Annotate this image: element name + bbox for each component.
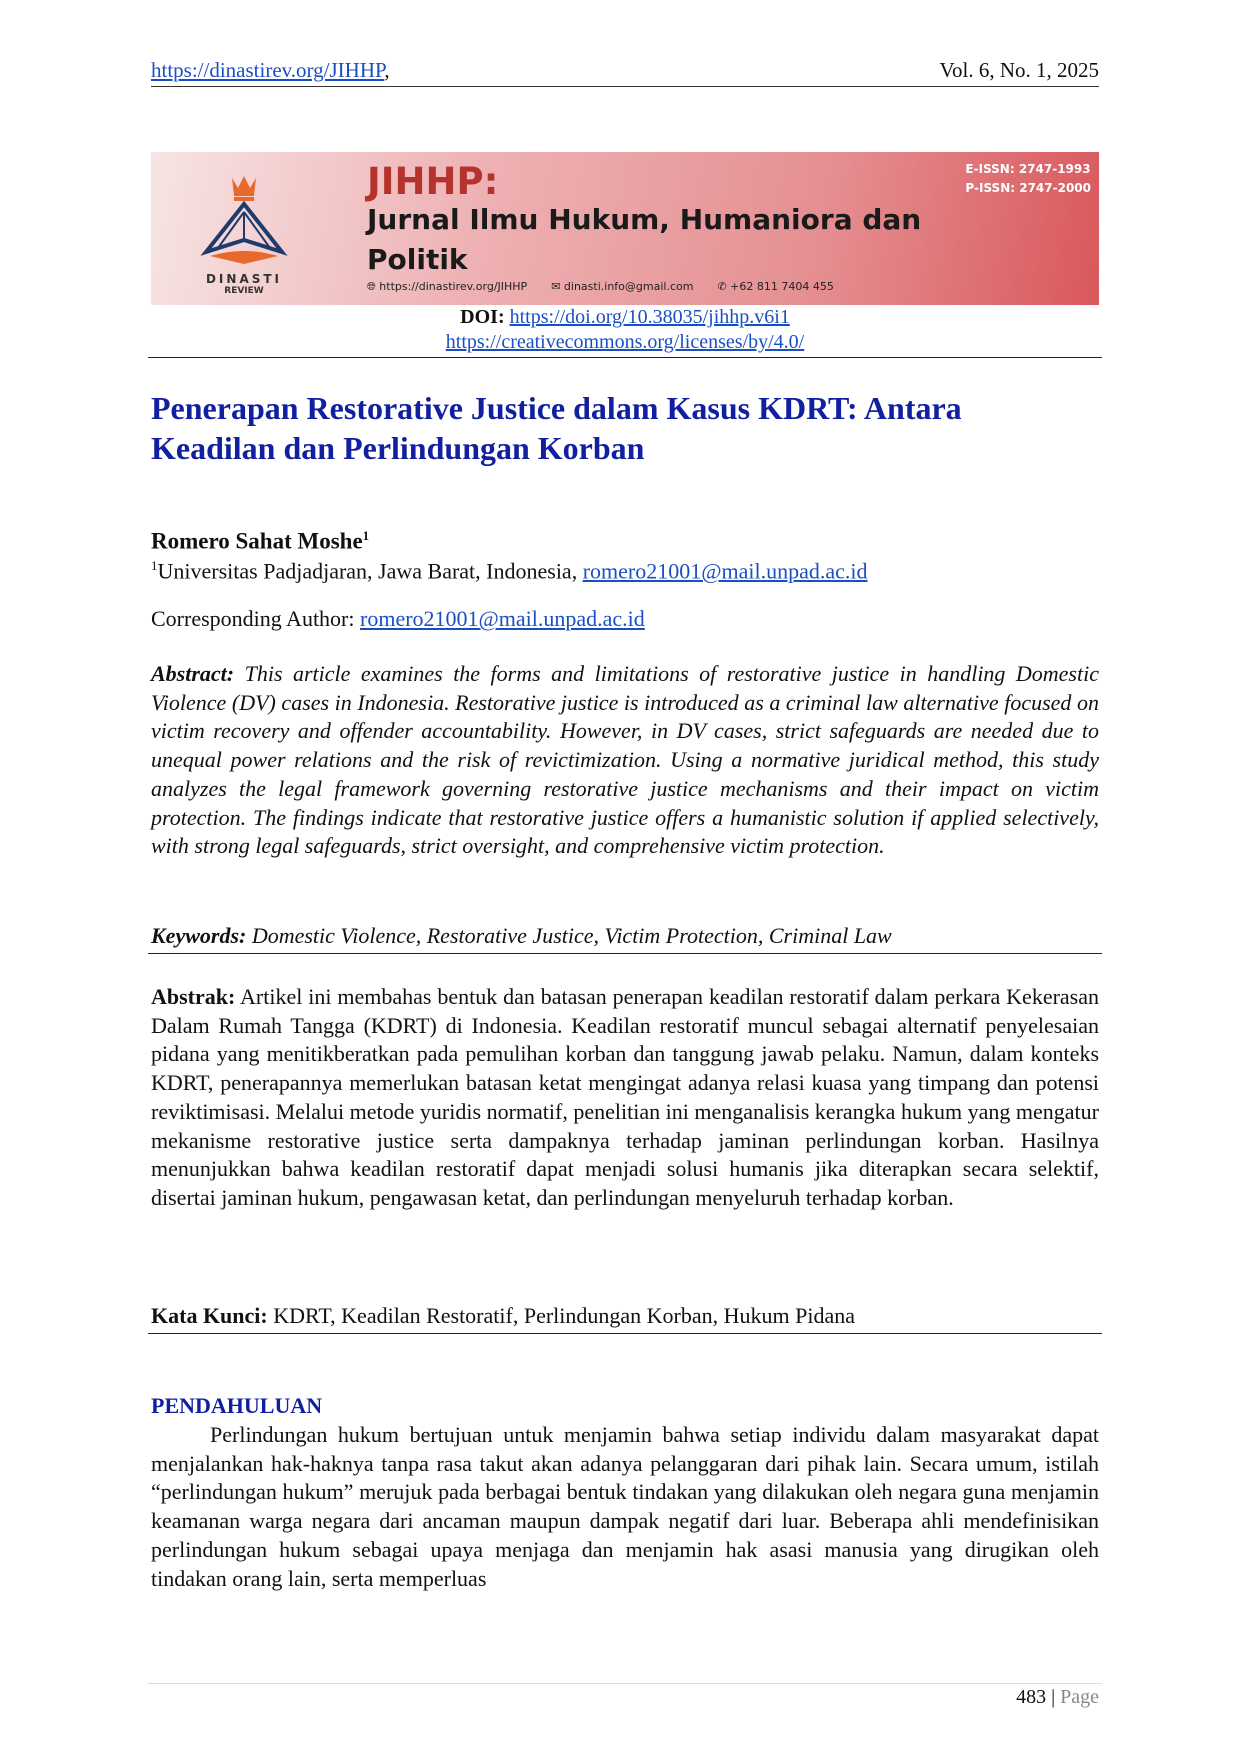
- keywords-text: Domestic Violence, Restorative Justice, …: [246, 923, 892, 948]
- eissn: E-ISSN: 2747-1993: [965, 162, 1091, 176]
- author-sup: 1: [362, 528, 370, 543]
- divider: [148, 357, 1102, 358]
- divider: [148, 953, 1102, 954]
- keywords-label: Keywords:: [151, 923, 247, 948]
- email-text: dinasti.info@gmail.com: [563, 280, 694, 293]
- author-name: Romero Sahat Moshe1: [151, 522, 1099, 556]
- keywords-en: Keywords: Domestic Violence, Restorative…: [151, 922, 1099, 951]
- footer-divider: [148, 1683, 1102, 1684]
- article-title: Penerapan Restorative Justice dalam Kasu…: [151, 390, 962, 466]
- globe-icon: 🌐︎: [367, 280, 380, 293]
- abstrak-id: Abstrak: Artikel ini membahas bentuk dan…: [151, 983, 1099, 1213]
- journal-name: Jurnal Ilmu Hukum, Humaniora dan Politik: [367, 203, 922, 276]
- license-line: https://creativecommons.org/licenses/by/…: [151, 331, 1099, 354]
- journal-banner: DINASTI REVIEW JIHHP: Jurnal Ilmu Hukum,…: [151, 152, 1099, 305]
- website-text: https://dinastirev.org/JIHHP: [379, 280, 528, 293]
- journal-url-link[interactable]: https://dinastirev.org/JIHHP: [151, 58, 385, 82]
- corr-label: Corresponding Author:: [151, 606, 360, 631]
- url-suffix: ,: [384, 58, 390, 82]
- phone-icon: ✆: [717, 280, 731, 293]
- license-link[interactable]: https://creativecommons.org/licenses/by/…: [445, 331, 805, 353]
- phone-contact: ✆ +62 811 7404 455: [717, 280, 833, 294]
- journal-abbr: JIHHP:: [367, 160, 499, 203]
- running-header: https://dinastirev.org/JIHHP, Vol. 6, No…: [151, 58, 1099, 87]
- phone-text: +62 811 7404 455: [730, 280, 834, 293]
- kata-kunci-text: KDRT, Keadilan Restoratif, Perlindungan …: [267, 1303, 855, 1328]
- dinasti-logo: DINASTI REVIEW: [189, 174, 299, 296]
- crown-book-logo-icon: [200, 176, 288, 264]
- page-num: 483: [1016, 1686, 1047, 1708]
- abstrak-text: Artikel ini membahas bentuk dan batasan …: [151, 984, 1099, 1210]
- contact-row: 🌐︎ https://dinastirev.org/JIHHP ✉ dinast…: [367, 280, 834, 294]
- author-name-text: Romero Sahat Moshe: [151, 528, 363, 554]
- website-contact: 🌐︎ https://dinastirev.org/JIHHP: [367, 280, 527, 294]
- divider: [148, 1333, 1102, 1334]
- abstract-en: Abstract: This article examines the form…: [151, 660, 1099, 861]
- abstrak-label: Abstrak:: [151, 984, 236, 1009]
- mail-icon: ✉: [551, 280, 564, 293]
- corresponding-author: Corresponding Author: romero21001@mail.u…: [151, 605, 1099, 634]
- page-sep: |: [1046, 1686, 1061, 1708]
- abstract-text: This article examines the forms and limi…: [151, 661, 1099, 859]
- page-number: 483 | Page: [1016, 1686, 1099, 1709]
- logo-name: DINASTI: [205, 272, 283, 286]
- issn-block: E-ISSN: 2747-1993 P-ISSN: 2747-2000: [965, 160, 1091, 198]
- page-label: Page: [1060, 1686, 1099, 1708]
- corr-email-link[interactable]: romero21001@mail.unpad.ac.id: [360, 606, 645, 631]
- section-heading: PENDAHULUAN: [151, 1393, 323, 1418]
- section-body: Perlindungan hukum bertujuan untuk menja…: [151, 1422, 1099, 1591]
- affil-sup: 1: [151, 558, 158, 573]
- affil-text: Universitas Padjadjaran, Jawa Barat, Ind…: [157, 558, 583, 584]
- doi-line: DOI: https://doi.org/10.38035/jihhp.v6i1: [151, 306, 1099, 329]
- author-email-link[interactable]: romero21001@mail.unpad.ac.id: [582, 558, 868, 584]
- logo-sub: REVIEW: [224, 286, 264, 296]
- abstract-label: Abstract:: [151, 661, 235, 686]
- doi-label: DOI:: [460, 306, 505, 328]
- kata-kunci-label: Kata Kunci:: [151, 1303, 268, 1328]
- pissn: P-ISSN: 2747-2000: [965, 181, 1091, 195]
- email-contact: ✉ dinasti.info@gmail.com: [551, 280, 693, 294]
- keywords-id: Kata Kunci: KDRT, Keadilan Restoratif, P…: [151, 1302, 1099, 1331]
- doi-link[interactable]: https://doi.org/10.38035/jihhp.v6i1: [509, 306, 790, 328]
- affiliation: 1Universitas Padjadjaran, Jawa Barat, In…: [151, 552, 1099, 586]
- volume-info: Vol. 6, No. 1, 2025: [939, 58, 1099, 82]
